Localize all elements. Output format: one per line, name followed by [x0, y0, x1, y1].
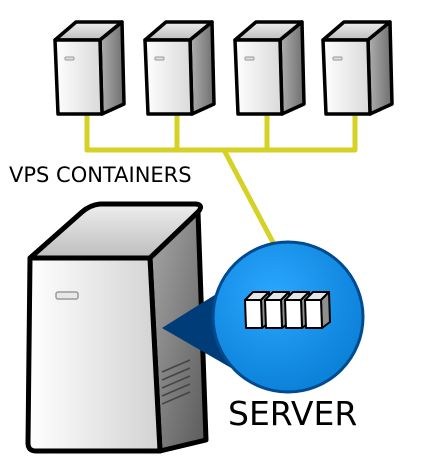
container-4-server-icon [321, 20, 394, 116]
wire-to-server [221, 147, 279, 251]
mini-containers-group [244, 291, 331, 329]
server-label: SERVER [228, 394, 357, 433]
container-1-server-icon [53, 20, 126, 116]
connection-lines [84, 112, 358, 251]
container-4-mini-icon [304, 291, 331, 329]
container-3-server-icon [233, 20, 306, 116]
vps-containers-label: VPS CONTAINERS [9, 163, 192, 187]
server-zoom-badge [162, 240, 365, 394]
vps-containers-group [53, 20, 394, 116]
container-2-server-icon [143, 20, 216, 116]
